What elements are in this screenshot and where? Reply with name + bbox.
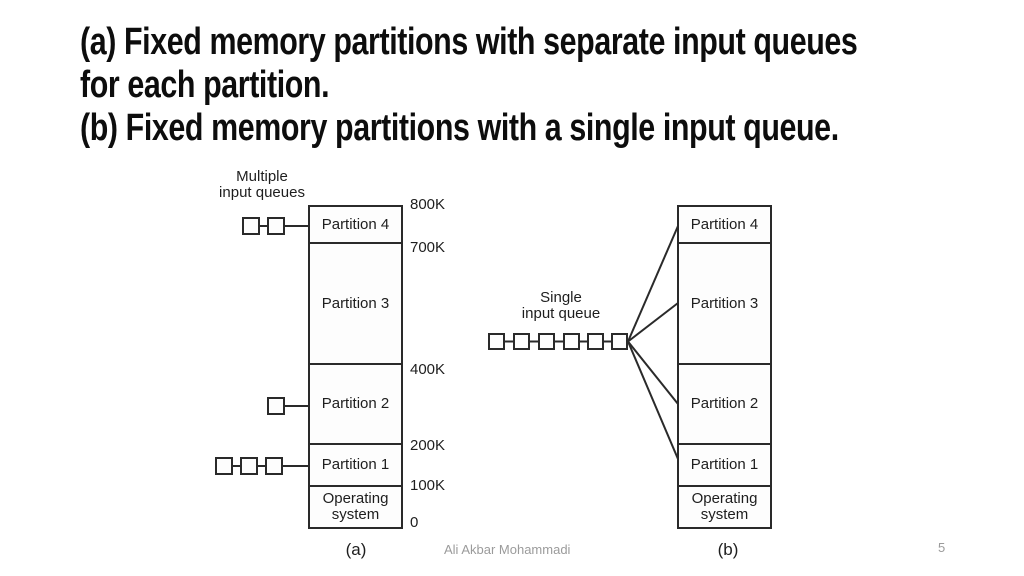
partition-label: Partition 3 (321, 294, 390, 312)
memory-box-b: Partition 4 Partition 3 Partition 2 Part… (677, 205, 772, 529)
single-input-queue-label: Single input queue (491, 290, 631, 322)
partition-label: Operating system (322, 490, 389, 523)
queue-process-square (538, 333, 555, 350)
queue-process-square (267, 217, 285, 235)
queue-label-line: input queue (521, 305, 601, 322)
address-label: 100K (410, 477, 446, 494)
title-line-1: (a) Fixed memory partitions with separat… (80, 21, 858, 63)
title-line-2: for each partition. (80, 64, 330, 106)
caption-a: (a) (345, 540, 367, 559)
multiple-input-queues-label: Multiple input queues (192, 169, 332, 201)
queue-process-square (563, 333, 580, 350)
queue-label-line: Single (540, 289, 582, 306)
partition-label: Partition 2 (321, 395, 390, 412)
address-label: 800K (410, 196, 446, 213)
queue-label-line: Multiple (236, 168, 288, 185)
address-label: 0 (410, 514, 419, 531)
queue-process-square (215, 457, 233, 475)
partition-label: Partition 1 (321, 456, 390, 473)
queue-process-square (488, 333, 505, 350)
title-line-3: (b) Fixed memory partitions with a singl… (80, 107, 839, 149)
address-label: 200K (410, 437, 446, 454)
partition-row: Partition 3 (310, 244, 401, 365)
queue-process-square (267, 397, 285, 415)
partition-row: Operating system (679, 487, 770, 527)
footer-author: Ali Akbar Mohammadi (444, 542, 571, 557)
partition-row: Partition 4 (679, 207, 770, 244)
partition-row: Partition 2 (310, 365, 401, 445)
partition-label: Partition 3 (690, 294, 759, 312)
partition-row: Partition 2 (679, 365, 770, 445)
queue-process-square (513, 333, 530, 350)
memory-box-a: Partition 4 Partition 3 Partition 2 Part… (308, 205, 403, 529)
partition-row: Operating system (310, 487, 401, 527)
address-label: 400K (410, 361, 446, 378)
queue-process-square (242, 217, 260, 235)
partition-row: Partition 1 (310, 445, 401, 487)
queue-process-square (240, 457, 258, 475)
queue-process-square (611, 333, 628, 350)
partition-label: Partition 4 (690, 215, 759, 233)
slide-title: (a) Fixed memory partitions with separat… (80, 21, 1024, 150)
queue-process-square (587, 333, 604, 350)
footer-page-number: 5 (938, 540, 946, 555)
partition-row: Partition 1 (679, 445, 770, 487)
queue-process-square (265, 457, 283, 475)
partition-label: Partition 4 (321, 215, 390, 233)
partition-row: Partition 3 (679, 244, 770, 365)
queue-label-line: input queues (219, 184, 305, 201)
partition-label: Partition 1 (690, 456, 759, 473)
partition-label: Partition 2 (690, 395, 759, 412)
partition-row: Partition 4 (310, 207, 401, 244)
caption-b: (b) (717, 540, 739, 559)
address-label: 700K (410, 239, 446, 256)
partition-label: Operating system (691, 490, 758, 523)
